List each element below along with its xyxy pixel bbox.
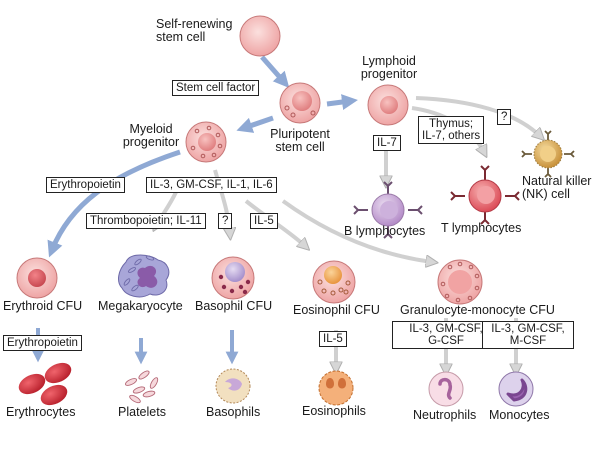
cell-pluripotent-stem [279,82,321,124]
factor-stem-cell-factor: Stem cell factor [172,80,260,96]
cell-lymphoid-progenitor [367,84,409,126]
arrow-lymphoid-to-nk [415,96,540,136]
label-lymphoid-progenitor: Lymphoid progenitor [360,54,418,81]
label-monocytes: Monocytes [489,408,550,422]
cell-erythroid-cfu [16,257,58,299]
label-nk-cell: Natural killer (NK) cell [522,174,592,201]
arrow-pluripotent-to-lymphoid [326,94,358,110]
label-basophil-cfu: Basophil CFU [195,299,273,313]
label-myeloid-progenitor: Myeloid progenitor [122,122,180,149]
arrow-self-to-pluripotent [260,55,290,89]
arrow-pluripotent-to-myeloid [236,115,274,133]
factor-thymus: Thymus; IL-7, others [418,116,485,144]
factor-monocyte: IL-3, GM-CSF, M-CSF [482,321,574,349]
cells-basophils [215,368,251,404]
factor-erythropoietin-top: Erythropoietin [46,177,125,193]
factor-il5-top: IL-5 [250,213,278,229]
label-self-renewing-stem-cell: Self-renewing stem cell [156,17,233,44]
cell-megakaryocyte [118,254,170,298]
label-b-lymphocytes: B lymphocytes [344,224,426,238]
cell-granulocyte-monocyte-cfu [437,259,483,305]
cells-platelets [125,370,159,404]
arrow-myeloid-to-eosinophil [244,199,305,246]
label-megakaryocyte: Megakaryocyte [98,299,183,313]
cells-erythrocytes [18,362,72,406]
cell-t-lymphocyte [450,165,520,225]
label-platelets: Platelets [118,405,166,419]
factor-il7: IL-7 [373,135,401,151]
cell-basophil-cfu [211,256,255,300]
label-neutrophils: Neutrophils [413,408,477,422]
label-eosinophils: Eosinophils [302,404,366,418]
factor-erythropoietin-bottom: Erythropoietin [3,335,82,351]
label-t-lymphocytes: T lymphocytes [441,221,522,235]
factor-nk-unknown: ? [497,109,512,125]
arrow-myeloid-to-gm [281,199,432,262]
factor-il5-bottom: IL-5 [319,331,347,347]
cell-self-renewing-stem [239,15,281,57]
factor-myeloid-mix: IL-3, GM-CSF, IL-1, IL-6 [146,177,277,193]
arrow-myeloid-to-erythroid [47,149,181,258]
cell-eosinophil-cfu [312,260,356,304]
cells-eosinophils [318,370,354,406]
cell-b-lymphocyte [353,181,423,239]
cell-nk [521,130,575,178]
label-eosinophil-cfu: Eosinophil CFU [293,303,380,317]
cells-neutrophils [428,371,464,407]
label-pluripotent-stem-cell: Pluripotent stem cell [270,127,330,154]
label-erythrocytes: Erythrocytes [6,405,76,419]
cell-myeloid-progenitor [185,121,227,163]
factor-thrombopoietin: Thrombopoietin; IL-11 [86,213,206,229]
cells-monocytes [498,371,534,407]
label-basophils: Basophils [206,405,261,419]
factor-basophil-unknown: ? [218,213,233,229]
label-erythroid-cfu: Erythroid CFU [3,299,83,313]
label-granulocyte-monocyte-cfu: Granulocyte-monocyte CFU [400,303,555,317]
